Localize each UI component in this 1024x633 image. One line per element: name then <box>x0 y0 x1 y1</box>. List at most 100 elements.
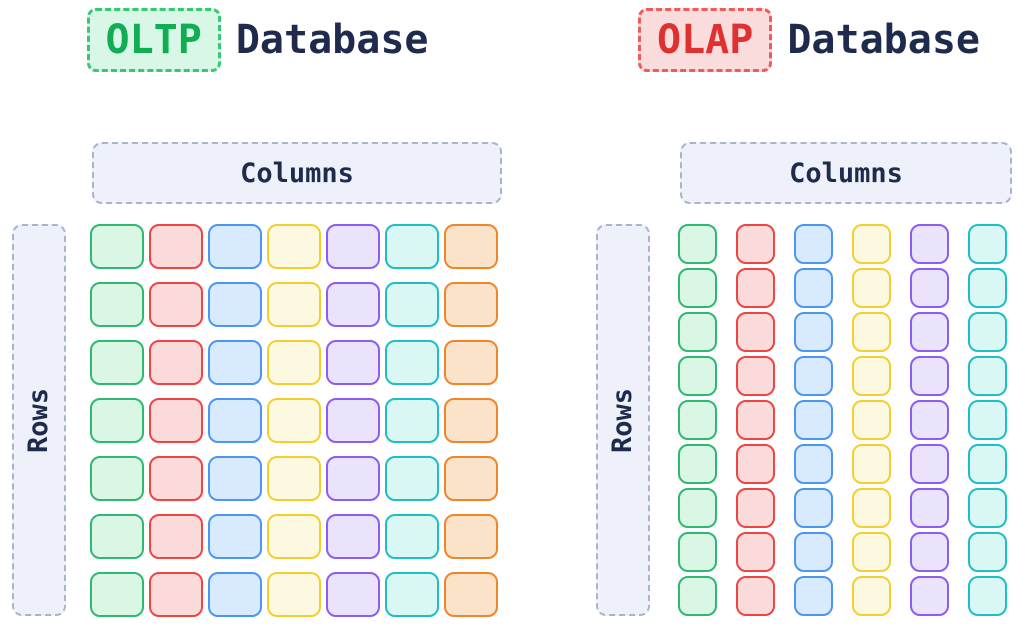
green-cell <box>90 224 144 269</box>
blue-cell <box>208 340 262 385</box>
cyan-column-stack <box>968 224 1007 616</box>
purple-cell <box>910 444 949 484</box>
cyan-cell <box>385 398 439 443</box>
purple-cell <box>910 532 949 572</box>
row-store-grid <box>90 224 498 617</box>
red-cell <box>736 444 775 484</box>
record-row <box>90 282 498 327</box>
red-cell <box>736 488 775 528</box>
record-row <box>90 456 498 501</box>
orange-cell <box>444 514 498 559</box>
column-store-grid <box>678 224 1007 616</box>
blue-cell <box>208 224 262 269</box>
purple-cell <box>326 340 380 385</box>
red-cell <box>736 312 775 352</box>
cyan-cell <box>968 356 1007 396</box>
yellow-cell <box>267 398 321 443</box>
yellow-cell <box>852 488 891 528</box>
yellow-cell <box>267 456 321 501</box>
yellow-cell <box>267 340 321 385</box>
green-column-stack <box>678 224 717 616</box>
blue-cell <box>794 444 833 484</box>
cyan-cell <box>385 282 439 327</box>
red-cell <box>736 400 775 440</box>
record-row <box>90 572 498 617</box>
yellow-cell <box>852 268 891 308</box>
rows-label-text: Rows <box>23 387 55 453</box>
yellow-column-stack <box>852 224 891 616</box>
blue-cell <box>794 400 833 440</box>
red-cell <box>736 576 775 616</box>
red-cell <box>149 572 203 617</box>
yellow-cell <box>267 282 321 327</box>
blue-cell <box>208 398 262 443</box>
purple-cell <box>326 572 380 617</box>
yellow-cell <box>267 224 321 269</box>
cyan-cell <box>385 456 439 501</box>
purple-cell <box>910 400 949 440</box>
yellow-cell <box>267 572 321 617</box>
oltp-panel: OLTP Database Columns Rows <box>12 8 502 617</box>
blue-column-stack <box>794 224 833 616</box>
blue-cell <box>208 282 262 327</box>
green-cell <box>678 444 717 484</box>
yellow-cell <box>852 444 891 484</box>
blue-cell <box>794 268 833 308</box>
cyan-cell <box>385 514 439 559</box>
cyan-cell <box>385 340 439 385</box>
purple-cell <box>326 456 380 501</box>
red-cell <box>736 356 775 396</box>
cyan-cell <box>968 444 1007 484</box>
red-cell <box>149 398 203 443</box>
olap-panel: OLAP Database Columns Rows <box>594 0 1024 633</box>
blue-cell <box>208 514 262 559</box>
cyan-cell <box>968 224 1007 264</box>
purple-cell <box>326 514 380 559</box>
purple-cell <box>910 488 949 528</box>
green-cell <box>90 340 144 385</box>
orange-cell <box>444 456 498 501</box>
blue-cell <box>794 488 833 528</box>
record-row <box>90 224 498 269</box>
red-cell <box>149 224 203 269</box>
blue-cell <box>794 576 833 616</box>
green-cell <box>678 400 717 440</box>
green-cell <box>678 576 717 616</box>
purple-cell <box>910 268 949 308</box>
olap-rows-label: Rows <box>596 224 650 616</box>
cyan-cell <box>385 572 439 617</box>
cyan-cell <box>968 268 1007 308</box>
blue-cell <box>794 532 833 572</box>
columns-label-text: Columns <box>240 157 354 189</box>
yellow-cell <box>852 224 891 264</box>
purple-cell <box>910 356 949 396</box>
green-cell <box>678 488 717 528</box>
red-cell <box>736 268 775 308</box>
red-cell <box>149 282 203 327</box>
blue-cell <box>794 312 833 352</box>
green-cell <box>90 572 144 617</box>
yellow-cell <box>852 532 891 572</box>
red-cell <box>149 340 203 385</box>
blue-cell <box>208 456 262 501</box>
yellow-cell <box>852 400 891 440</box>
record-row <box>90 398 498 443</box>
orange-cell <box>444 340 498 385</box>
purple-cell <box>326 398 380 443</box>
green-cell <box>678 312 717 352</box>
red-cell <box>736 532 775 572</box>
yellow-cell <box>852 312 891 352</box>
orange-cell <box>444 572 498 617</box>
green-cell <box>90 514 144 559</box>
green-cell <box>678 532 717 572</box>
blue-cell <box>794 224 833 264</box>
purple-column-stack <box>910 224 949 616</box>
green-cell <box>90 282 144 327</box>
green-cell <box>678 268 717 308</box>
oltp-title: Database <box>235 17 429 63</box>
cyan-cell <box>968 488 1007 528</box>
red-column-stack <box>736 224 775 616</box>
red-cell <box>149 456 203 501</box>
olap-title: Database <box>787 17 980 63</box>
yellow-cell <box>852 356 891 396</box>
